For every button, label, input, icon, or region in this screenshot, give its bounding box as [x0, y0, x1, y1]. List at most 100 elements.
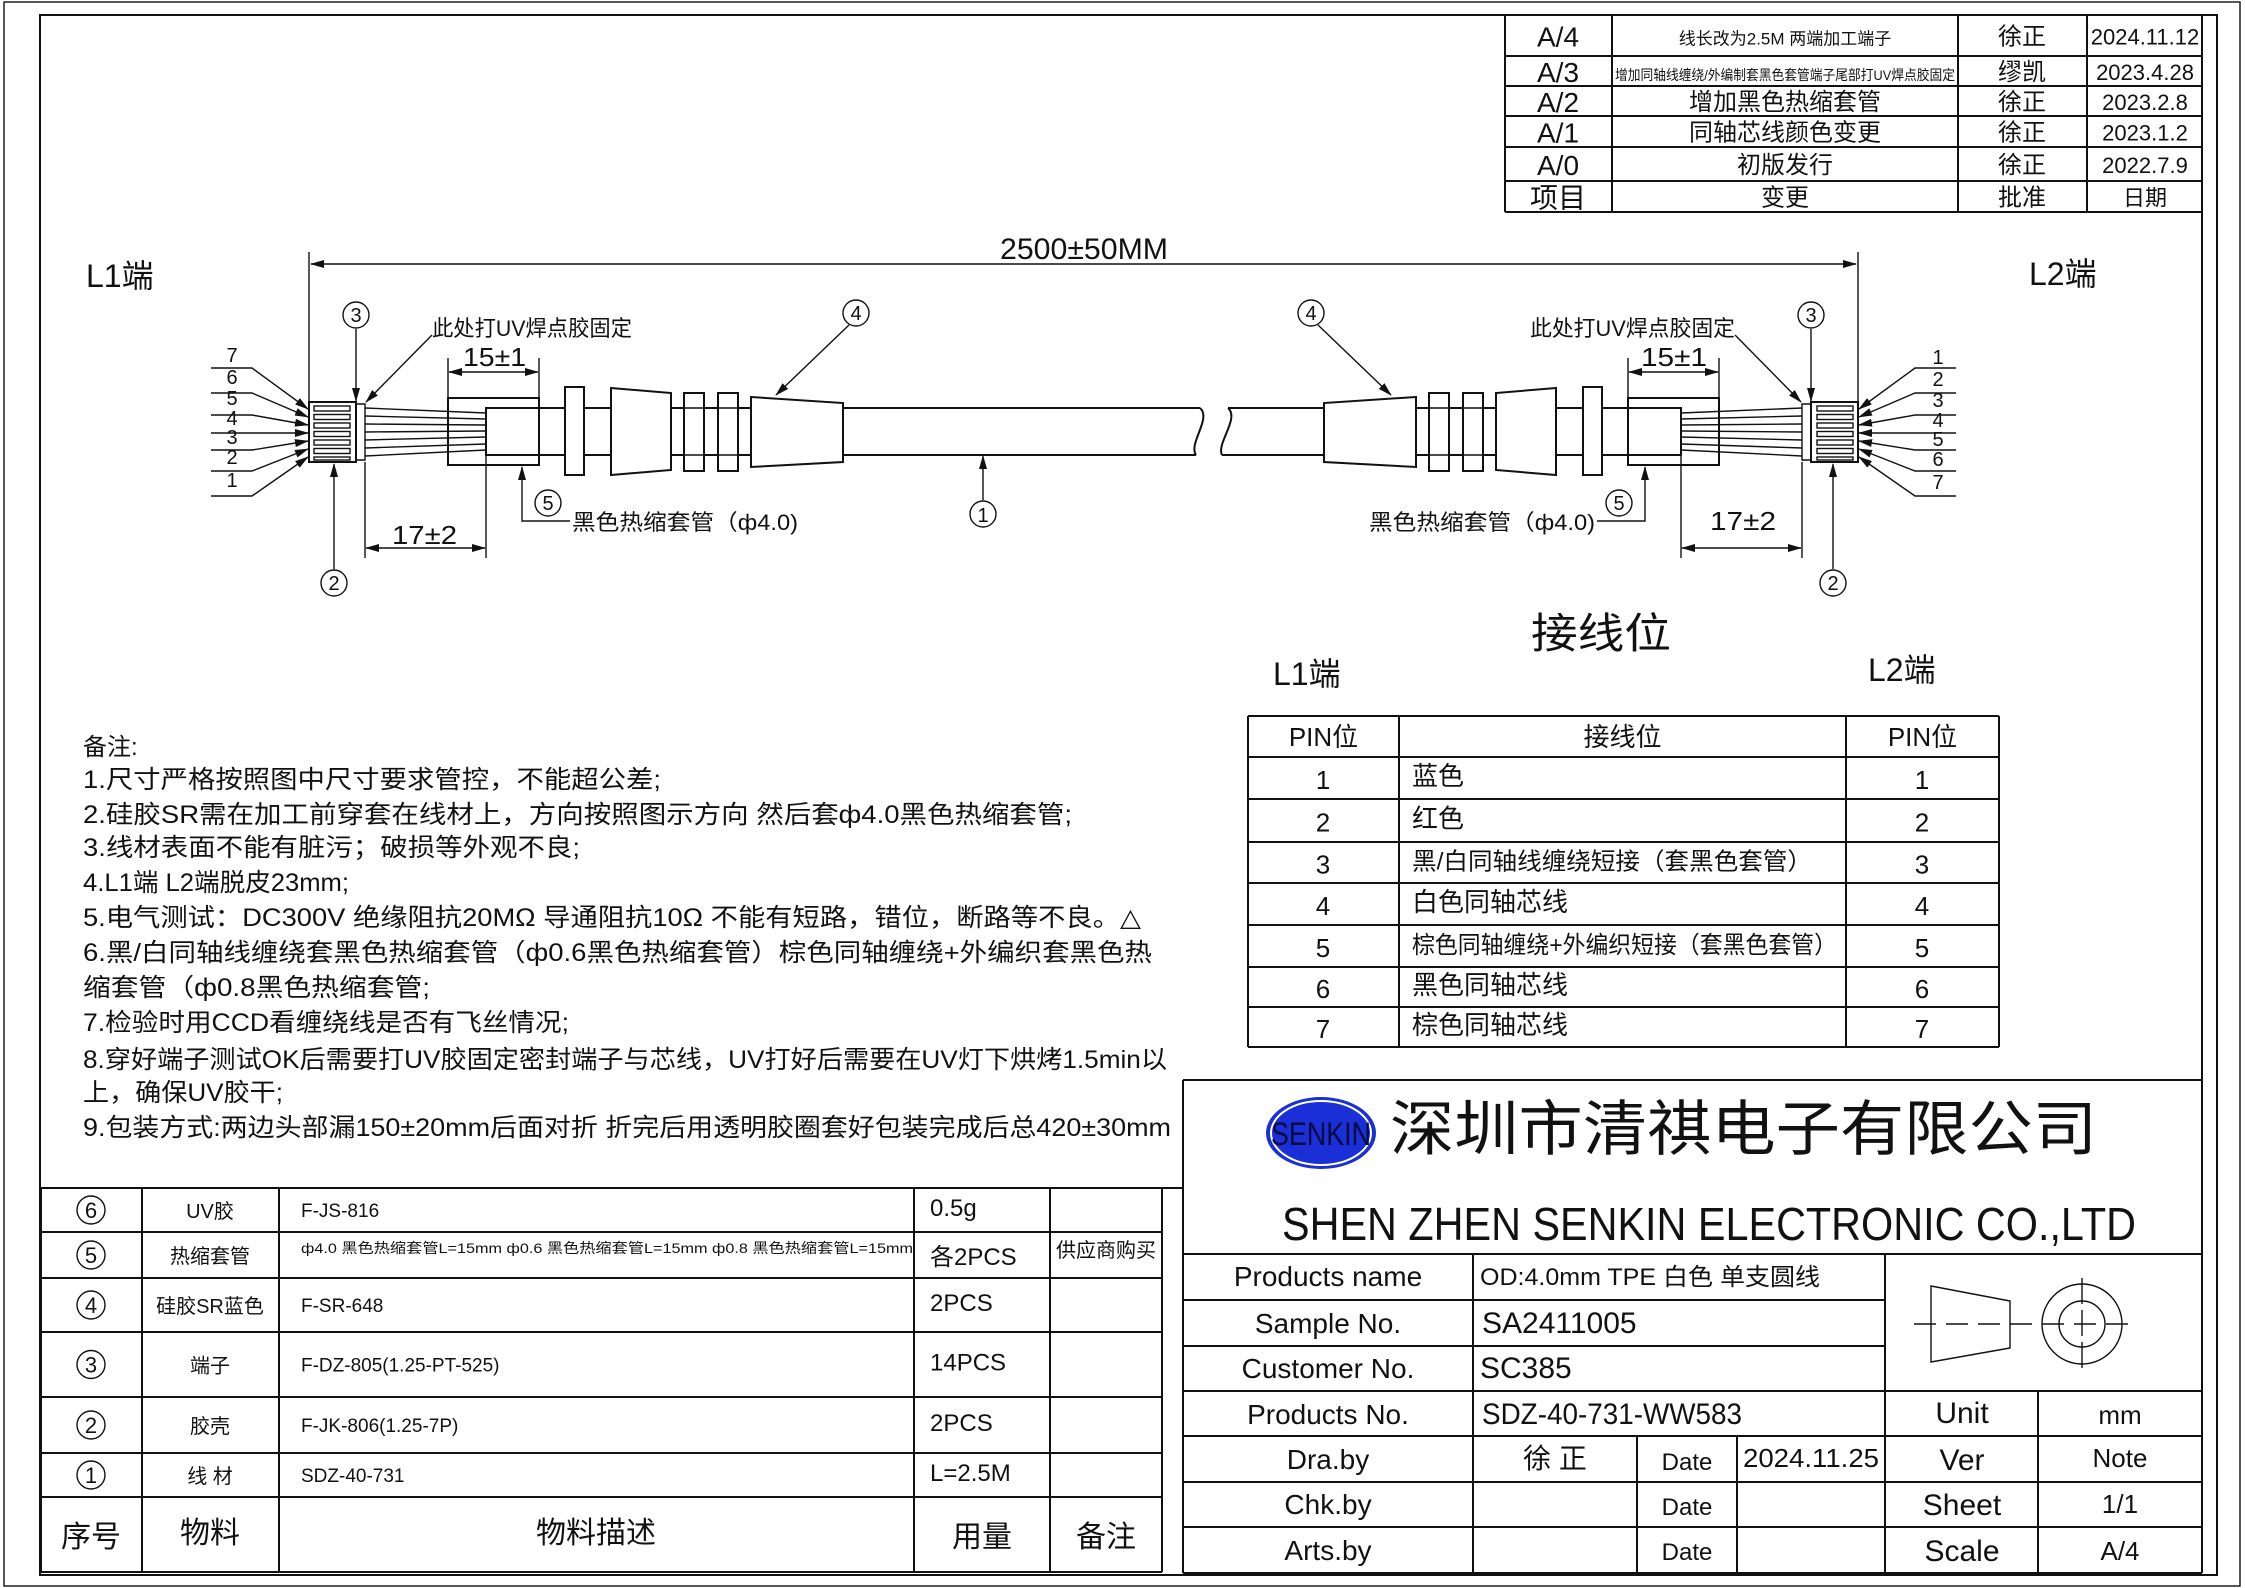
pin-label: 5	[226, 388, 237, 410]
bom-qty: 2PCS	[930, 1290, 993, 1317]
bom-item-no: 4	[85, 1293, 97, 1318]
notes-block: 备注: 1.尺寸严格按照图中尺寸要求管控，不能超公差;2.硅胶SR需在加工前穿套…	[83, 734, 1171, 1142]
pin-label: 5	[1932, 429, 1943, 451]
l1-pin: 5	[1316, 933, 1330, 963]
unit-value: mm	[2098, 1400, 2141, 1430]
l2-annotations: 3 4 5 2 此处打UV焊点胶固定 15±1 17±2 黑色热缩套管（ф4.0…	[1305, 303, 1943, 595]
strip-length-dim: 17±2	[1710, 506, 1776, 536]
callout-5: 5	[1613, 493, 1624, 515]
pin-label: 6	[1932, 449, 1943, 471]
pin-label: 6	[226, 367, 237, 389]
revision-date: 2023.1.2	[2102, 121, 2188, 146]
pin-label: 4	[1932, 410, 1943, 432]
pin-label: 7	[1932, 472, 1943, 494]
callout-2: 2	[328, 573, 339, 595]
uv-glue-note: 此处打UV焊点胶固定	[1530, 316, 1735, 341]
customer-no-label: Customer No.	[1242, 1353, 1415, 1384]
bom-description: F-JK-806(1.25-7P)	[301, 1416, 458, 1437]
note-line: 3.线材表面不能有脏污；破损等外观不良;	[83, 834, 580, 862]
l2-pin: 3	[1915, 850, 1929, 880]
item-number-circle	[76, 1410, 106, 1440]
l1-pin: 2	[1316, 808, 1330, 838]
pin-label: 3	[1932, 390, 1943, 412]
bom-material: 线 材	[187, 1465, 233, 1488]
customer-no-value: SC385	[1480, 1352, 1572, 1385]
scale-label: Scale	[1924, 1535, 1999, 1568]
bom-qty: 14PCS	[930, 1350, 1006, 1377]
item-number-circle	[76, 1460, 106, 1490]
bom-item-no: 1	[85, 1463, 97, 1488]
item-number-circle	[76, 1240, 106, 1270]
l1-pin: 7	[1316, 1014, 1330, 1044]
note-line: 7.检验时用CCD看缠绕线是否有飞丝情况;	[83, 1009, 569, 1037]
title-block: SENKIN 深圳市清祺电子有限公司 SHEN ZHEN SENKIN ELEC…	[1182, 15, 2203, 1574]
date-label: Date	[1662, 1494, 1713, 1521]
revision-approver: 缪凯	[1998, 59, 2046, 86]
note-line: 上，确保UV胶干;	[83, 1079, 283, 1107]
wiring-header: 接线位	[1583, 722, 1661, 752]
wire-assignment: 黑/白同轴线缠绕短接（套黑色套管）	[1412, 849, 1812, 876]
sample-no-label: Sample No.	[1255, 1308, 1401, 1339]
revision-approver: 徐正	[1998, 89, 2046, 116]
sheet-label: Sheet	[1923, 1489, 2002, 1522]
revision-change: 初版发行	[1737, 152, 1833, 179]
products-name-label: Products name	[1234, 1261, 1422, 1292]
wire-assignment: 棕色同轴缠绕+外编织短接（套黑色套管）	[1412, 932, 1837, 959]
bom-qty: 0.5g	[930, 1195, 977, 1222]
bom-qty: 各2PCS	[930, 1244, 1017, 1271]
dra-by-label: Dra.by	[1287, 1444, 1369, 1475]
ver-value: Note	[2093, 1443, 2148, 1473]
wire-assignment: 白色同轴芯线	[1412, 887, 1568, 917]
l1-pin: 4	[1316, 891, 1330, 921]
arts-by-label: Arts.by	[1284, 1535, 1371, 1566]
pin-label: 7	[226, 345, 237, 367]
revision-item: A/1	[1537, 118, 1579, 149]
logo-text: SENKIN	[1271, 1116, 1371, 1152]
bom-material: UV胶	[186, 1200, 234, 1223]
sample-no-value: SA2411005	[1482, 1307, 1637, 1340]
wire-assignment: 黑色同轴芯线	[1412, 970, 1568, 1000]
l2-pin: 4	[1915, 891, 1929, 921]
products-name-value: OD:4.0mm TPE 白色 单支圆线	[1480, 1264, 1820, 1291]
note-line: 5.电气测试：DC300V 绝缘阻抗20MΩ 导通阻抗10Ω 不能有短路，错位，…	[83, 904, 1142, 932]
bom-material: 端子	[190, 1355, 230, 1378]
l1-annotations: 3 4 5 2 此处打UV焊点胶固定 15±1 17±2 黑色热缩套管（ф4.0…	[226, 303, 861, 595]
wiring-row: 4 白色同轴芯线 4	[1316, 887, 1929, 921]
revision-date: 2023.4.28	[2096, 60, 2194, 85]
item-number-circle	[76, 1195, 106, 1225]
callout-4: 4	[1305, 303, 1316, 325]
sheet-value: 1/1	[2102, 1489, 2138, 1519]
wire-assignment: 蓝色	[1412, 761, 1464, 791]
bom-header-no: 序号	[61, 1521, 121, 1554]
revision-date: 2022.7.9	[2102, 153, 2188, 178]
l2-pin: 1	[1915, 765, 1929, 795]
note-line: 9.包装方式:两边头部漏150±20mm后面对折 折完后用透明胶圈套好包装完成后…	[83, 1114, 1171, 1142]
l2-pin: 7	[1915, 1014, 1929, 1044]
revision-item: A/4	[1537, 22, 1579, 53]
company-logo: SENKIN	[1266, 1097, 1376, 1169]
ver-label: Ver	[1939, 1444, 1984, 1477]
bom-description: F-SR-648	[301, 1296, 383, 1317]
revision-item: A/2	[1537, 87, 1579, 118]
revision-item: A/3	[1537, 57, 1579, 88]
note-line: 1.尺寸严格按照图中尺寸要求管控，不能超公差;	[83, 766, 661, 794]
bom-item-no: 3	[85, 1353, 97, 1378]
pin-label: 4	[226, 408, 237, 430]
revision-change: 线长改为2.5M 两端加工端子	[1679, 30, 1892, 49]
bom-header-description: 物料描述	[536, 1517, 656, 1550]
callout-4: 4	[850, 303, 861, 325]
callout-5: 5	[542, 493, 553, 515]
products-no-label: Products No.	[1247, 1399, 1409, 1430]
